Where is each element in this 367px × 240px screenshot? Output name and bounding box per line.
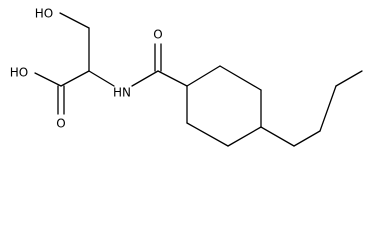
atom-label-acid-oh: HO (10, 66, 28, 80)
ring-bond-2 (219, 65, 262, 91)
atom-label-amide-carbonyl: O (153, 28, 162, 42)
ring-bond-5 (186, 122, 229, 147)
bond-amide-carbon-ring (157, 70, 188, 87)
bond-acid-carbon-oh (34, 72, 62, 87)
bond-butyl-4 (335, 70, 363, 87)
bond-butyl-2 (293, 130, 321, 147)
bond-hydroxyl-ch2 (59, 12, 90, 29)
atom-label-amide-nitrogen: HN (113, 86, 131, 100)
atom-label-hydroxyl: HO (35, 7, 53, 21)
ring-bond-4 (227, 126, 262, 147)
structure-diagram: HO HO O HN O (10, 7, 363, 147)
bond-alpha-acid-carbon (60, 70, 90, 87)
bond-nitrogen-amide-carbon (131, 70, 159, 87)
bond-alpha-nitrogen (88, 70, 115, 87)
bond-ring-butyl-1 (260, 126, 295, 147)
ring-bond-1 (186, 65, 221, 87)
bond-butyl-3 (319, 85, 337, 132)
atom-label-acid-carbonyl: O (56, 117, 65, 131)
